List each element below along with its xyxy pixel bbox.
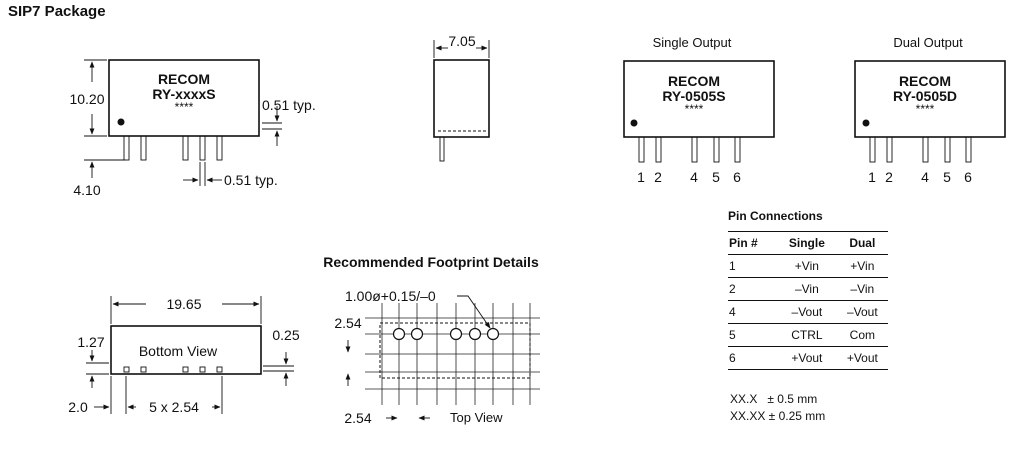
cell-single: CTRL xyxy=(777,323,837,347)
dim-pitch: 5 x 2.54 xyxy=(149,399,199,415)
dim-pin-length: 4.10 xyxy=(73,182,100,198)
dual-body xyxy=(854,60,1006,138)
cell-pin: 5 xyxy=(728,323,778,347)
dim-thickness: 0.51 typ. xyxy=(262,97,316,113)
side-model: RY-xxxxS xyxy=(152,86,215,102)
footprint-outline xyxy=(379,322,531,379)
header-pin: Pin # xyxy=(728,231,778,255)
cell-dual: –Vout xyxy=(836,300,888,324)
dual-pin-label: 2 xyxy=(885,169,893,185)
cell-single: +Vout xyxy=(777,346,837,370)
tolerance-line: XX.XX ± 0.25 mm xyxy=(730,409,826,423)
single-model: RY-0505S xyxy=(662,88,725,104)
pin-connections-table: Pin # Single Dual 1 +Vin +Vin 2 –Vin –Vi… xyxy=(728,231,888,370)
single-pin-label: 5 xyxy=(712,169,720,185)
cell-dual: –Vin xyxy=(836,277,888,301)
tolerance-line: XX.X ± 0.5 mm xyxy=(730,392,818,406)
cell-dual: Com xyxy=(836,323,888,347)
single-heading: Single Output xyxy=(653,35,732,50)
dim-end-width: 7.05 xyxy=(448,33,475,49)
side-view: RECOM RY-xxxxS **** 10.20 4.10 0.51 typ. xyxy=(69,59,316,198)
end-view: 7.05 xyxy=(433,33,490,162)
cell-dual: +Vout xyxy=(836,346,888,370)
table-row: 6 +Vout +Vout xyxy=(728,346,888,370)
dim-edge: 1.27 xyxy=(77,334,104,350)
side-brand: RECOM xyxy=(158,71,210,87)
cell-single: –Vin xyxy=(777,277,837,301)
side-stars: **** xyxy=(175,100,194,114)
pin-connections-title: Pin Connections xyxy=(728,209,823,223)
header-dual: Dual xyxy=(836,231,888,255)
dual-pin1-marker xyxy=(862,119,870,127)
table-row: 2 –Vin –Vin xyxy=(728,277,888,301)
table-row: 5 CTRL Com xyxy=(728,323,888,347)
dual-output-view: Dual Output RECOM RY-0505D **** 1 2 4 5 … xyxy=(854,35,1006,185)
end-view-body xyxy=(433,59,490,138)
cell-pin: 4 xyxy=(728,300,778,324)
dual-heading: Dual Output xyxy=(893,35,963,50)
footprint-view: Recommended Footprint Details xyxy=(323,254,540,426)
table-row: 4 –Vout –Vout xyxy=(728,300,888,324)
dim-pin-width: 0.51 typ. xyxy=(224,172,278,188)
dim-hole: 1.00ø+0.15/–0 xyxy=(345,288,436,304)
dual-pin-label: 1 xyxy=(868,169,876,185)
single-output-view: Single Output RECOM RY-0505S **** 1 2 4 … xyxy=(623,35,775,185)
top-view-label: Top View xyxy=(450,410,503,425)
side-pins xyxy=(123,135,223,161)
single-body xyxy=(623,60,775,138)
dim-left: 2.0 xyxy=(68,399,88,415)
header-single: Single xyxy=(777,231,837,255)
dual-pin-label: 4 xyxy=(921,169,929,185)
cell-pin: 6 xyxy=(728,346,778,370)
dim-length: 19.65 xyxy=(166,296,201,312)
dual-pins xyxy=(869,136,972,163)
dual-brand: RECOM xyxy=(899,73,951,89)
single-stars: **** xyxy=(685,102,704,116)
dual-stars: **** xyxy=(916,102,935,116)
pin-connections: Pin Connections Pin # Single Dual 1 +Vin… xyxy=(728,207,888,370)
single-pin-label: 1 xyxy=(637,169,645,185)
dual-pin-label: 6 xyxy=(964,169,972,185)
single-pin1-marker xyxy=(630,119,638,127)
table-row: 1 +Vin +Vin xyxy=(728,254,888,278)
bottom-view: Bottom View 19.65 1.27 0.25 2.0 xyxy=(68,296,300,415)
pin1-marker xyxy=(117,118,125,126)
cell-single: –Vout xyxy=(777,300,837,324)
cell-pin: 1 xyxy=(728,254,778,278)
dual-model: RY-0505D xyxy=(893,88,957,104)
bottom-view-label: Bottom View xyxy=(139,343,218,359)
dual-pin-label: 5 xyxy=(943,169,951,185)
dim-height: 10.20 xyxy=(69,91,104,107)
tolerances: XX.X ± 0.5 mm XX.XX ± 0.25 mm xyxy=(730,391,825,425)
page-title: SIP7 Package xyxy=(8,3,106,20)
single-pin-label: 2 xyxy=(654,169,662,185)
footprint-holes xyxy=(392,327,500,341)
single-pin-label: 4 xyxy=(690,169,698,185)
bottom-pin-squares xyxy=(123,366,223,373)
table-header-row: Pin # Single Dual xyxy=(728,231,888,255)
footprint-heading: Recommended Footprint Details xyxy=(323,254,539,270)
dim-grid-h: 2.54 xyxy=(344,410,371,426)
single-pins xyxy=(638,136,741,163)
cell-dual: +Vin xyxy=(836,254,888,278)
footprint-grid xyxy=(365,303,540,405)
dim-grid-v: 2.54 xyxy=(334,315,361,331)
side-view-body xyxy=(108,59,260,137)
cell-single: +Vin xyxy=(777,254,837,278)
single-brand: RECOM xyxy=(668,73,720,89)
cell-pin: 2 xyxy=(728,277,778,301)
dim-right: 0.25 xyxy=(272,327,299,343)
bottom-view-body xyxy=(110,325,262,375)
single-pin-label: 6 xyxy=(733,169,741,185)
